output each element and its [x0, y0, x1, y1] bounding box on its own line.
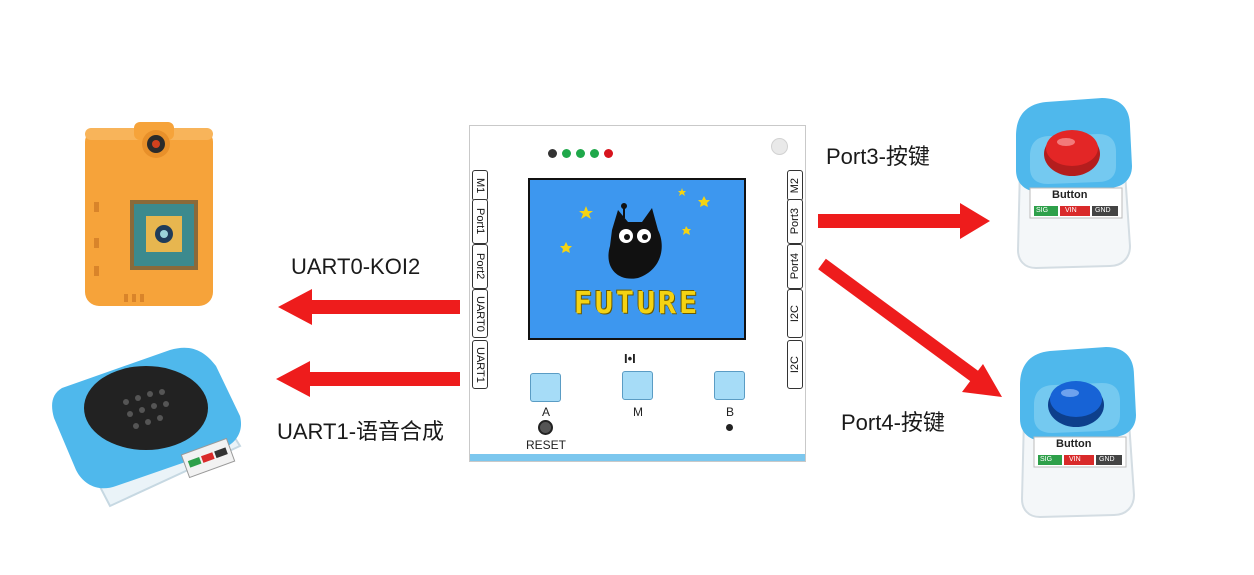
arrow-port3: [818, 203, 990, 239]
led-3: [576, 149, 585, 158]
blue-pin-gnd: GND: [1099, 456, 1115, 463]
port3-label: Port3-按键: [826, 144, 930, 169]
blue-button-icon: [1020, 347, 1136, 519]
board-button-b[interactable]: [714, 371, 745, 400]
port-uart0: UART0: [472, 289, 488, 338]
board-button-m[interactable]: [622, 371, 653, 400]
microphone-icon: I•I: [624, 351, 636, 366]
arrow-uart1: [276, 361, 460, 397]
board-button-a[interactable]: [530, 373, 561, 402]
arrow-port4: [818, 258, 1002, 397]
voice-synthesis-module: [52, 347, 242, 508]
reset-button[interactable]: [538, 420, 553, 435]
red-pin-gnd: GND: [1095, 207, 1111, 214]
red-pin-vin: VIN: [1065, 207, 1077, 214]
port-port1: Port1: [472, 199, 488, 244]
port-m1: M1: [472, 170, 488, 201]
port-i2c-1: I2C: [787, 289, 803, 338]
port-port2: Port2: [472, 244, 488, 289]
arrow-uart0: [278, 289, 460, 325]
blue-button-module-text: Button: [1056, 438, 1092, 450]
port-m2: M2: [787, 170, 803, 201]
blue-button-module: Button SIG VIN GND: [1010, 345, 1140, 523]
port-uart1: UART1: [472, 340, 488, 389]
button-b-dot: [726, 424, 733, 431]
cat-mascot-icon: [560, 188, 710, 279]
blue-pin-sig: SIG: [1040, 456, 1053, 463]
red-pin-sig: SIG: [1036, 207, 1049, 214]
led-1: [548, 149, 557, 158]
koi2-camera-module: [85, 122, 213, 306]
board-accent-bar: [470, 454, 805, 461]
port4-label: Port4-按键: [841, 410, 945, 435]
button-m-label: M: [633, 405, 643, 419]
port-port4: Port4: [787, 244, 803, 289]
led-4: [590, 149, 599, 158]
mount-hole: [771, 138, 788, 155]
red-button-module: Button SIG VIN GND: [1006, 96, 1136, 274]
port-i2c-2: I2C: [787, 340, 803, 389]
uart1-label: UART1-语音合成: [277, 419, 445, 444]
led-2: [562, 149, 571, 158]
reset-label: RESET: [525, 438, 566, 452]
led-5: [604, 149, 613, 158]
button-a-label: A: [541, 405, 550, 419]
blue-pin-vin: VIN: [1069, 456, 1081, 463]
button-b-label: B: [725, 405, 734, 419]
screen-title: FUTURE: [573, 286, 701, 321]
port-port3: Port3: [787, 199, 803, 244]
uart0-label: UART0-KOI2: [291, 254, 421, 279]
red-button-icon: [1016, 98, 1132, 270]
red-button-module-text: Button: [1052, 189, 1088, 201]
